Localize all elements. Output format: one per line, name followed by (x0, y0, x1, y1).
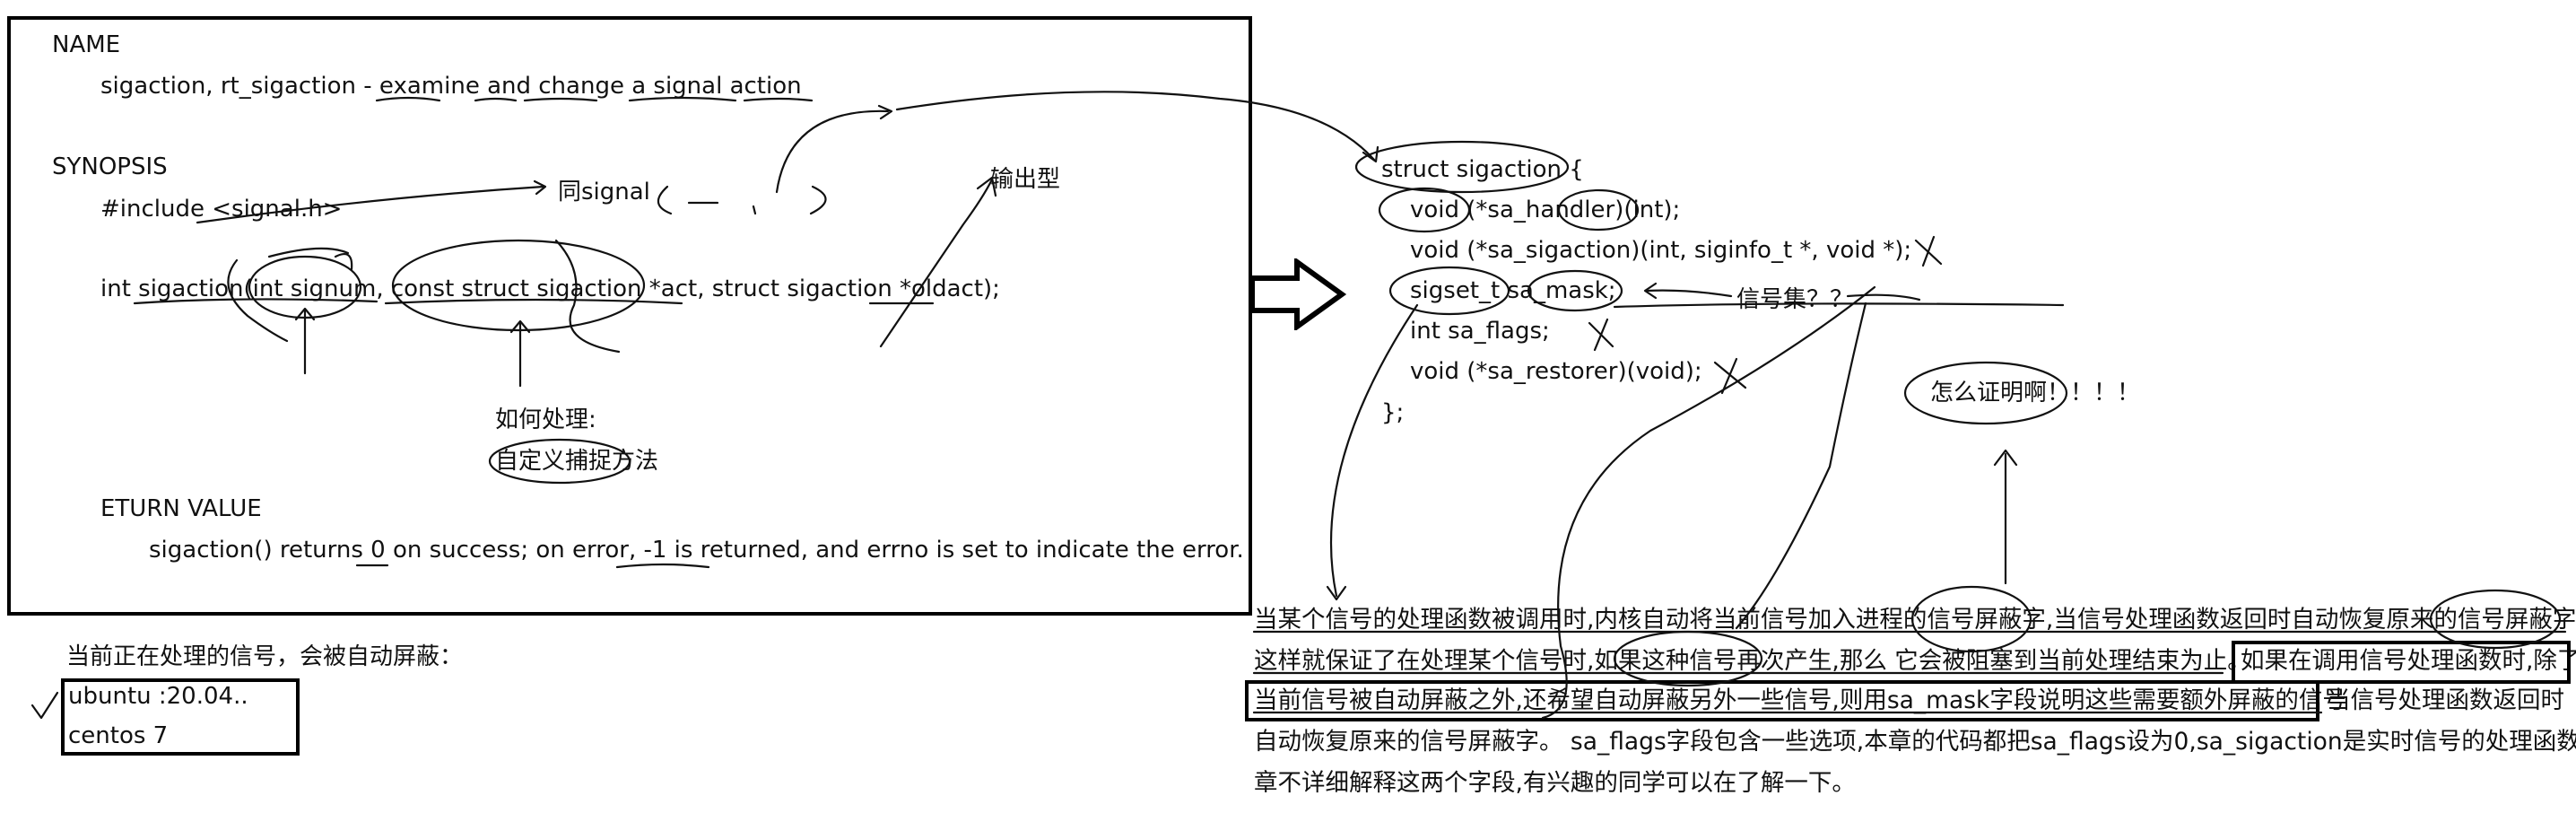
explanation-line-2: 这样就保证了在处理某个信号时,如果这种信号再次产生,那么 它会被阻塞到当前处理结… (1254, 647, 2251, 675)
annotation-how-handle: 如何处理: (495, 406, 596, 433)
synopsis-heading: SYNOPSIS (52, 153, 168, 180)
name-description: sigaction, rt_sigaction - examine and ch… (100, 73, 802, 100)
explanation-line-3b: 当信号处理函数返回时 (2327, 686, 2564, 714)
explanation-line-3: 当前信号被自动屏蔽之外,还希望自动屏蔽另外一些信号,则用sa_mask字段说明这… (1254, 686, 2346, 714)
explanation-line-1: 当某个信号的处理函数被调用时,内核自动将当前信号加入进程的信号屏蔽字,当信号处理… (1254, 606, 2576, 634)
include-line: #include <signal.h> (100, 196, 343, 223)
struct-line-restorer: void (*sa_restorer)(void); (1410, 358, 1702, 385)
name-heading: NAME (52, 31, 121, 58)
struct-line-mask: sigset_t sa_mask; (1410, 277, 1616, 304)
os-ubuntu: ubuntu :20.04.. (68, 683, 248, 710)
os-centos: centos 7 (68, 722, 169, 749)
annotation-custom-catch: 自定义捕捉方法 (495, 448, 659, 475)
os-list-box (61, 678, 300, 756)
auto-block-note: 当前正在处理的信号，会被自动屏蔽： (66, 643, 464, 670)
struct-footer: }; (1381, 399, 1405, 426)
return-description: sigaction() returns 0 on success; on err… (149, 537, 1244, 564)
man-page-frame (7, 16, 1252, 616)
struct-line-handler: void (*sa_handler)(int); (1410, 197, 1681, 223)
annotation-same-signal: 同signal (558, 179, 650, 205)
explanation-line-2b: 如果在调用信号处理函数时,除了 (2241, 647, 2576, 675)
explanation-line-4: 自动恢复原来的信号屏蔽字。 sa_flags字段包含一些选项,本章的代码都把sa… (1254, 728, 2576, 756)
struct-line-sigaction: void (*sa_sigaction)(int, siginfo_t *, v… (1410, 237, 1912, 264)
return-heading: ETURN VALUE (100, 495, 262, 522)
right-arrow-icon (1249, 258, 1347, 330)
struct-line-flags: int sa_flags; (1410, 318, 1550, 345)
prototype-line: int sigaction(int signum, const struct s… (100, 275, 1000, 302)
annotation-output-type: 输出型 (990, 166, 1061, 193)
annotation-how-prove: 怎么证明啊！！！！ (1930, 380, 2141, 406)
struct-header: struct sigaction { (1381, 156, 1584, 183)
annotation-signal-set: 信号集？？ (1736, 286, 1854, 313)
explanation-line-5: 章不详细解释这两个字段,有兴趣的同学可以在了解一下。 (1254, 769, 1856, 797)
